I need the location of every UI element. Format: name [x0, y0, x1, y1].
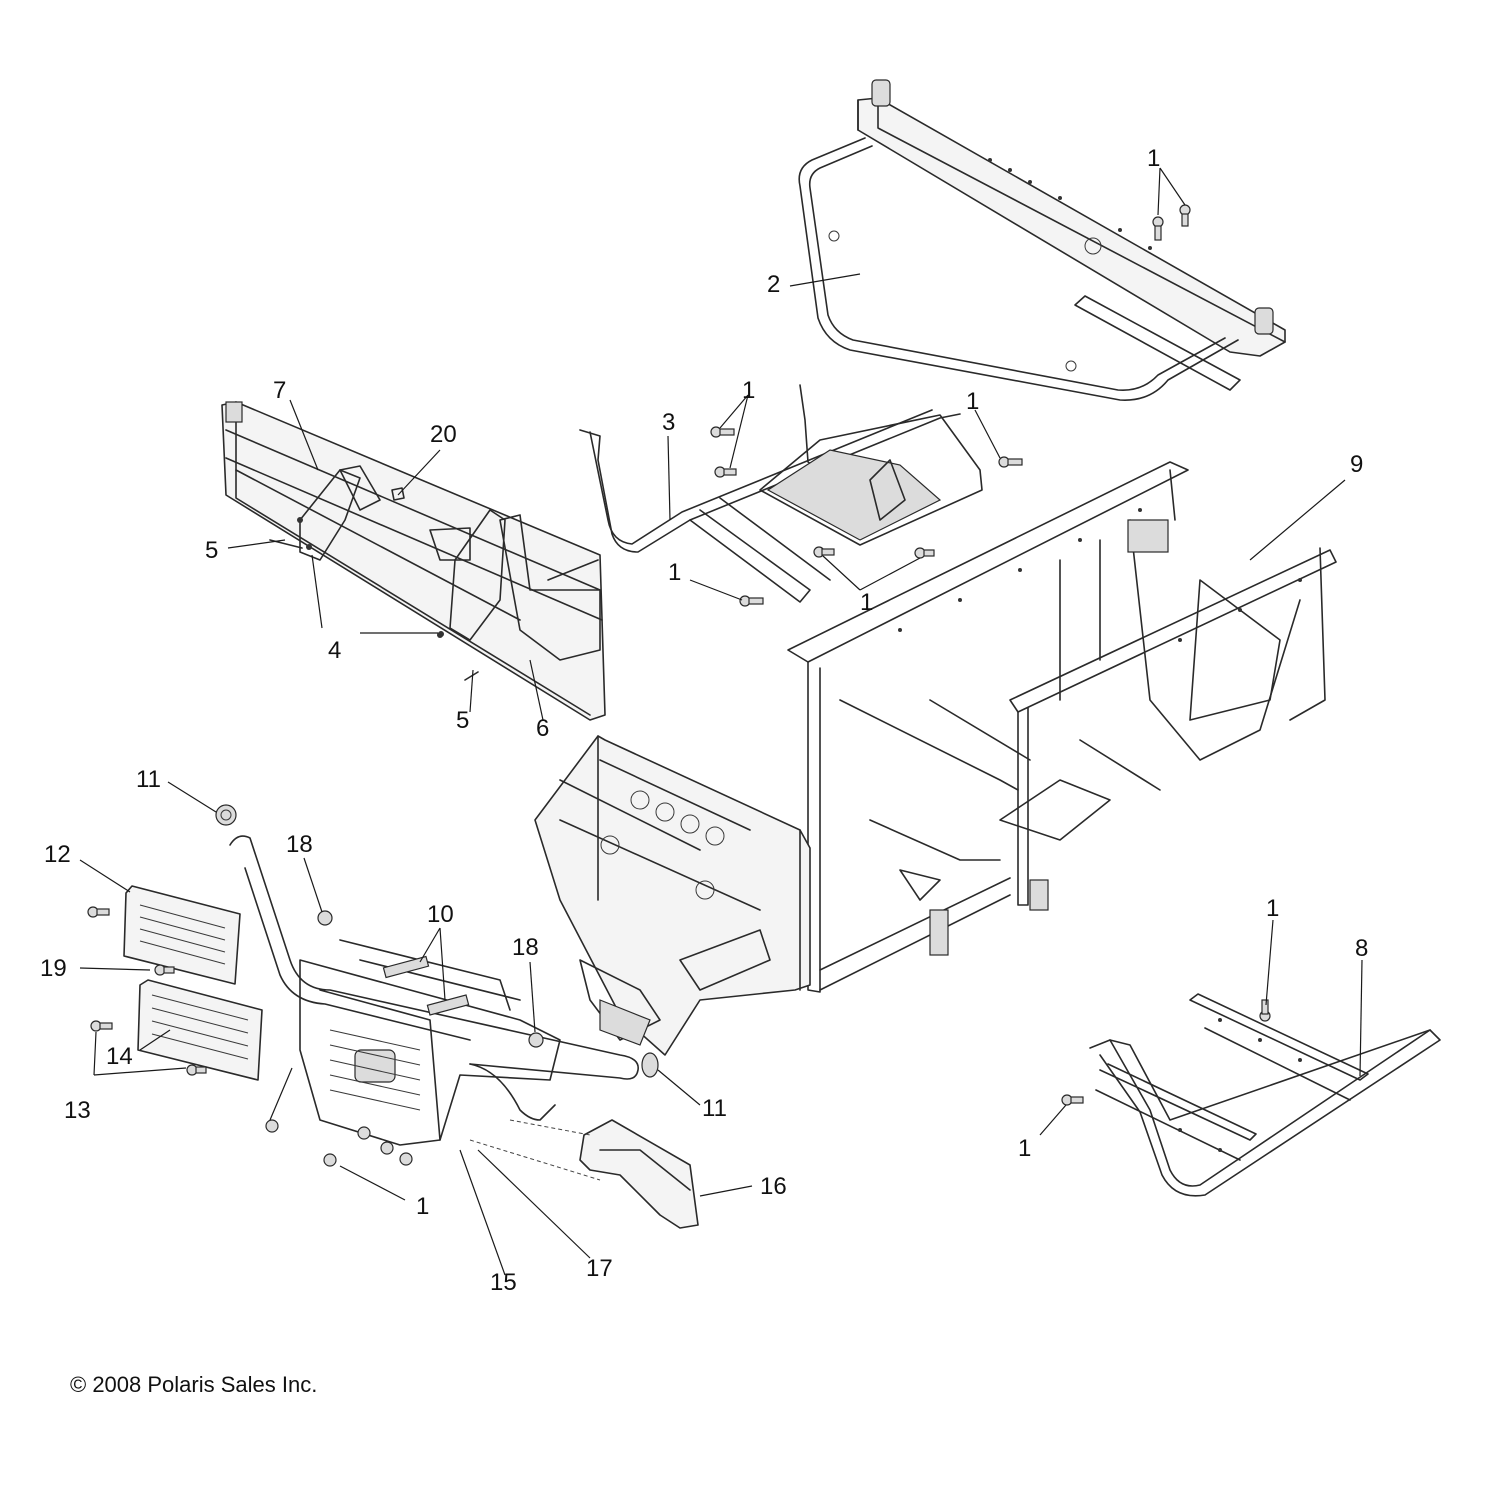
callout-1: 1	[416, 1193, 429, 1220]
part-7-front-bulkhead-frame	[221, 401, 606, 721]
callout-7: 7	[273, 377, 286, 404]
callout-19: 19	[40, 955, 67, 982]
callout-11: 11	[702, 1095, 727, 1122]
part-8-rear-hitch-frame	[1089, 993, 1441, 1197]
callout-1: 1	[1147, 145, 1160, 172]
part-17-dashed-guide	[469, 1119, 601, 1181]
callout-16: 16	[760, 1173, 787, 1200]
callout-1: 1	[1018, 1135, 1031, 1162]
callout-6: 6	[536, 715, 549, 742]
callout-1: 1	[860, 589, 873, 616]
callout-3: 3	[662, 409, 675, 436]
callout-1: 1	[1266, 895, 1279, 922]
callout-1: 1	[668, 559, 681, 586]
callout-labels: 1 2 1 1 3 9 7 20 5 4 5 6 1 1 11 18 12 10…	[40, 145, 1368, 1296]
front-sub-frame	[534, 735, 811, 1056]
callout-11: 11	[136, 766, 161, 793]
callout-20: 20	[430, 421, 457, 448]
part-9-main-chassis-frame	[787, 461, 1337, 993]
callout-8: 8	[1355, 935, 1368, 962]
callout-13: 13	[64, 1097, 91, 1124]
callout-10: 10	[427, 901, 454, 928]
callout-17: 17	[586, 1255, 613, 1282]
part-16-skid-plate	[579, 1119, 699, 1229]
callout-18: 18	[286, 831, 313, 858]
callout-9: 9	[1350, 451, 1363, 478]
callout-18: 18	[512, 934, 539, 961]
callout-4: 4	[328, 637, 341, 664]
part-12-upper-grille	[123, 885, 241, 985]
fasteners	[87, 204, 1271, 1167]
callout-1: 1	[966, 388, 979, 415]
callout-5: 5	[456, 707, 469, 734]
callout-5: 5	[205, 537, 218, 564]
callout-15: 15	[490, 1269, 517, 1296]
leader-lines	[79, 167, 1363, 1276]
part-2-cargo-box-frame	[798, 79, 1286, 401]
callout-14: 14	[106, 1043, 133, 1070]
copyright-notice: © 2008 Polaris Sales Inc.	[70, 1372, 318, 1397]
part-3-seat-base-frame	[579, 384, 983, 603]
callout-2: 2	[767, 271, 780, 298]
callout-1: 1	[742, 377, 755, 404]
callout-12: 12	[44, 841, 71, 868]
part-14-lower-grille	[137, 979, 263, 1081]
